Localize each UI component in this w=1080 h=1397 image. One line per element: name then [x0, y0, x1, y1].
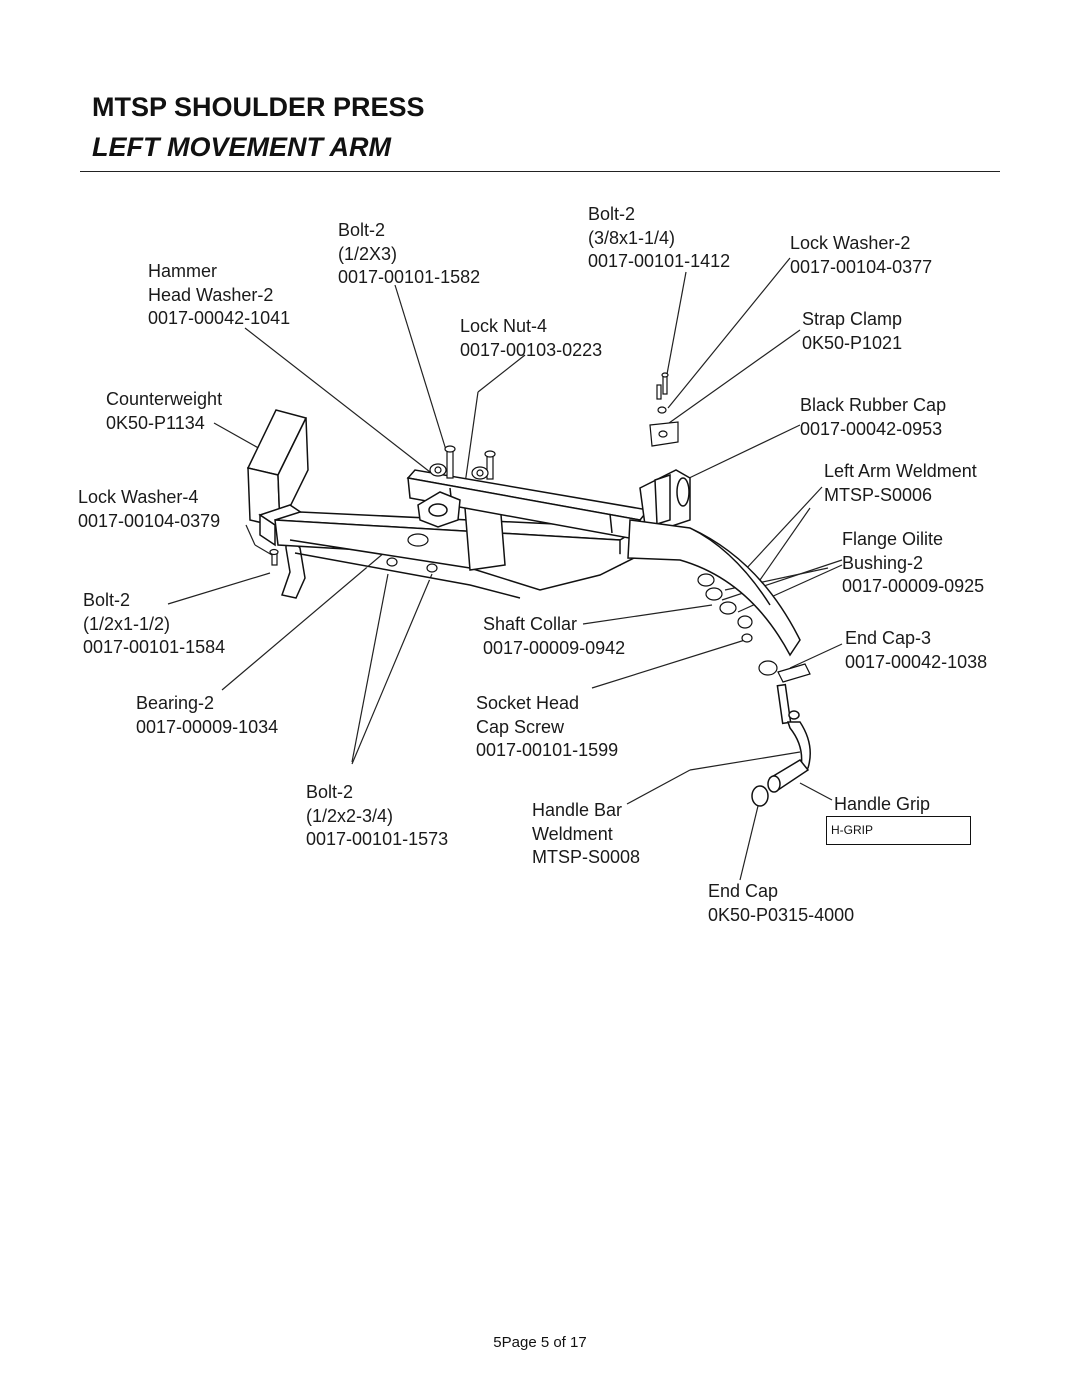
- handle-grip-part-box: H-GRIP: [826, 816, 971, 845]
- label-counterweight: Counterweight 0K50-P1134: [106, 389, 223, 433]
- label-shaft-collar: Shaft Collar 0017-00009-0942: [483, 614, 626, 658]
- label-bearing: Bearing-2 0017-00009-1034: [136, 693, 279, 737]
- page-title: MTSP SHOULDER PRESS: [92, 92, 425, 122]
- label-bolt-1573: Bolt-2 (1/2x2-3/4) 0017-00101-1573: [306, 782, 449, 849]
- label-hammer-head-washer: Hammer Head Washer-2 0017-00042-1041: [148, 261, 291, 328]
- label-handle-grip: Handle Grip: [834, 794, 931, 814]
- label-bolt-1412: Bolt-2 (3/8x1-1/4) 0017-00101-1412: [588, 204, 731, 271]
- label-left-arm-weldment: Left Arm Weldment MTSP-S0006: [824, 461, 977, 505]
- label-end-cap-4000: End Cap 0K50-P0315-4000: [708, 881, 855, 925]
- page-footer: 5Page 5 of 17: [493, 1334, 587, 1351]
- page-subtitle: LEFT MOVEMENT ARM: [92, 132, 391, 162]
- label-lock-washer-0379: Lock Washer-4 0017-00104-0379: [78, 487, 221, 531]
- label-lock-nut: Lock Nut-4 0017-00103-0223: [460, 316, 603, 360]
- label-lock-washer-0377: Lock Washer-2 0017-00104-0377: [790, 233, 933, 277]
- handle-grip-part-number: H-GRIP: [831, 823, 873, 837]
- label-black-rubber-cap: Black Rubber Cap 0017-00042-0953: [800, 395, 947, 439]
- label-flange-oilite-bushing: Flange Oilite Bushing-2 0017-00009-0925: [842, 529, 985, 596]
- header-divider: [80, 171, 1000, 172]
- label-socket-head-cap-screw: Socket Head Cap Screw 0017-00101-1599: [476, 693, 619, 760]
- label-handle-bar-weldment: Handle Bar Weldment MTSP-S0008: [532, 800, 641, 867]
- label-end-cap-1038: End Cap-3 0017-00042-1038: [845, 628, 988, 672]
- label-bolt-1582: Bolt-2 (1/2X3) 0017-00101-1582: [338, 220, 481, 287]
- label-strap-clamp: Strap Clamp 0K50-P1021: [802, 309, 903, 353]
- label-bolt-1584: Bolt-2 (1/2x1-1/2) 0017-00101-1584: [83, 590, 226, 657]
